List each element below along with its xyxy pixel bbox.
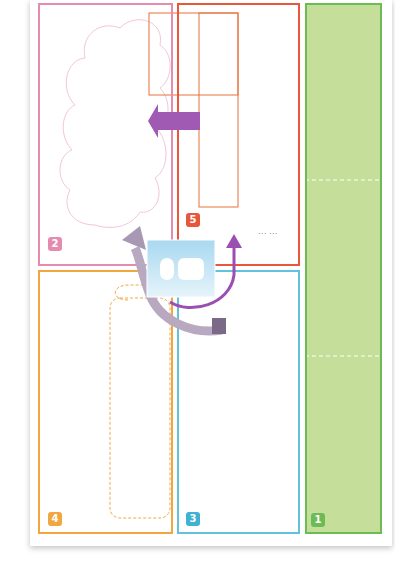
comic-panel: 5 [177, 3, 300, 266]
page-number-badge: 4 [48, 512, 62, 526]
speech-cloud [60, 20, 170, 228]
comic-panel: 3 [177, 270, 300, 534]
comic-panel: 4 [38, 270, 173, 534]
rotate-arrow [226, 234, 242, 248]
rotate-arrow [170, 248, 234, 308]
page-number-badge: 1 [311, 513, 325, 527]
caption-box [149, 13, 238, 95]
fold-line [305, 356, 382, 357]
page-number-badge: 5 [186, 213, 200, 227]
page-icon [147, 240, 215, 297]
speech-balloon [110, 298, 170, 518]
comic-panel: 2 [38, 3, 173, 266]
dots: ⋯⋯ [258, 229, 280, 238]
panel-fill [305, 3, 382, 534]
direction-arrow [148, 104, 200, 138]
page-icon [178, 258, 204, 280]
page-number-badge: 3 [186, 512, 200, 526]
fold-line [305, 180, 382, 181]
page-number-badge: 2 [48, 237, 62, 251]
rotate-arrow [212, 318, 226, 334]
caption-box [199, 13, 238, 207]
rotate-arrow [122, 226, 146, 250]
comic-panel: 1 [305, 3, 382, 534]
